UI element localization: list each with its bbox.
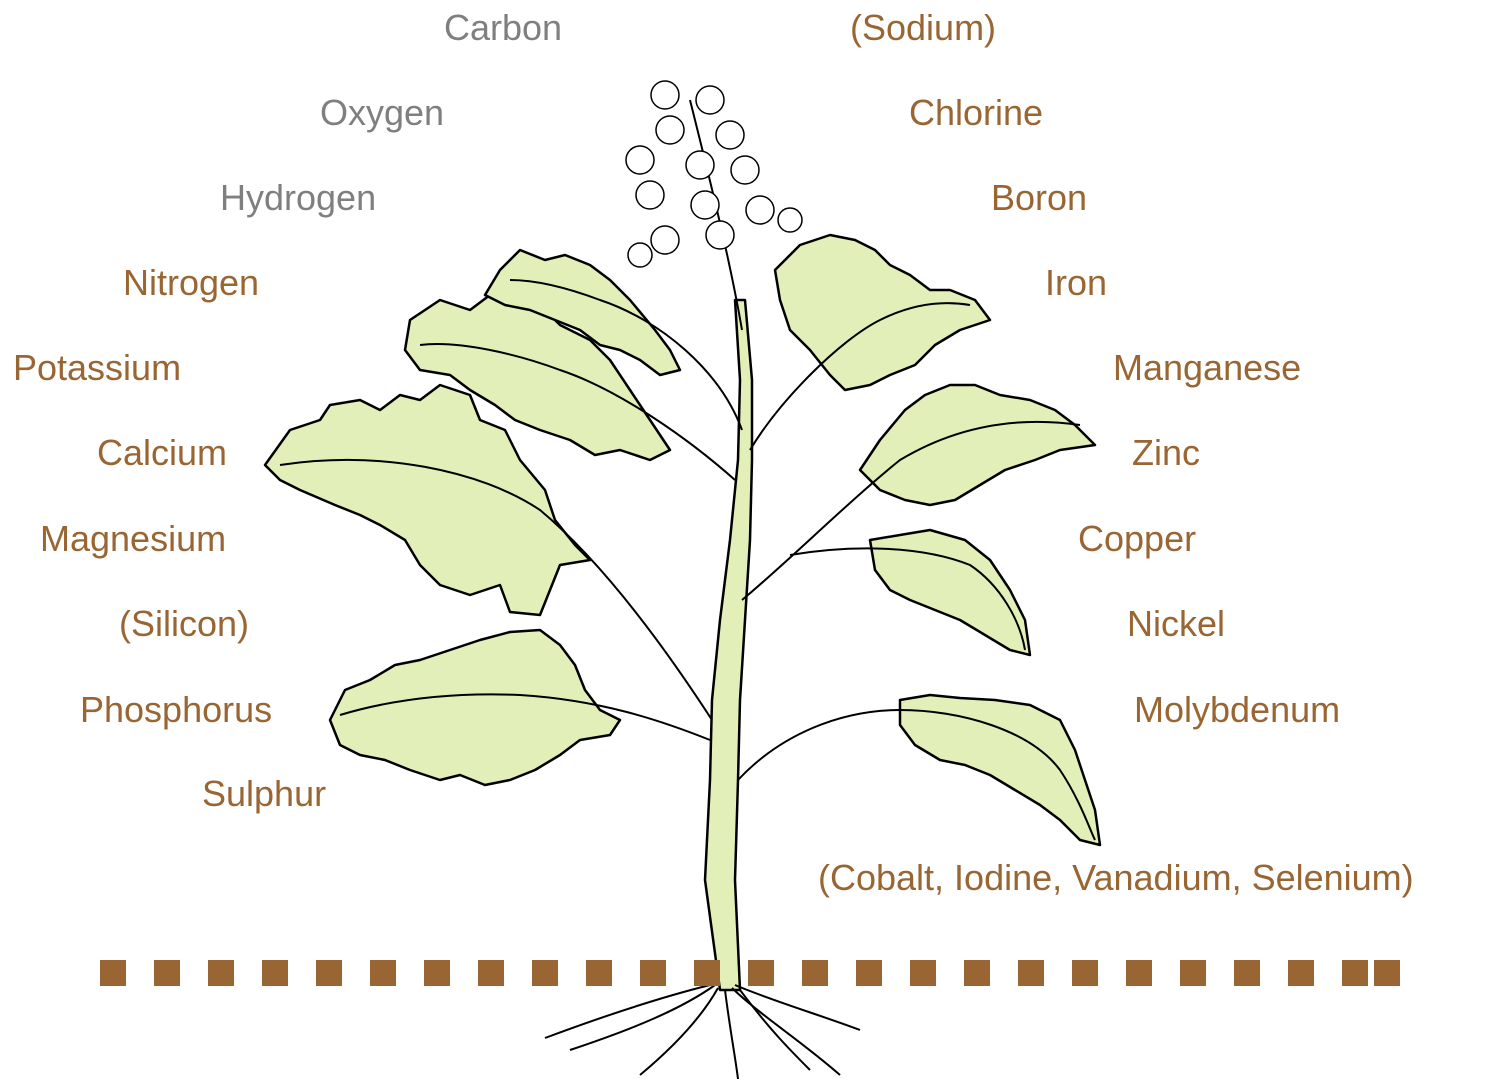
label-oxygen: Oxygen <box>320 95 444 131</box>
label-other-elements: (Cobalt, Iodine, Vanadium, Selenium) <box>818 860 1414 896</box>
label-manganese: Manganese <box>1113 350 1301 386</box>
label-chlorine: Chlorine <box>909 95 1043 131</box>
label-nickel: Nickel <box>1127 606 1225 642</box>
leaf-right-mid <box>860 385 1095 505</box>
label-sodium: (Sodium) <box>850 10 996 46</box>
leaf-right-bottom <box>900 695 1100 845</box>
label-molybdenum: Molybdenum <box>1134 692 1340 728</box>
leaf-left-bottom <box>330 630 620 785</box>
label-phosphorus: Phosphorus <box>80 692 272 728</box>
label-calcium: Calcium <box>97 435 227 471</box>
label-boron: Boron <box>991 180 1087 216</box>
label-potassium: Potassium <box>13 350 181 386</box>
soil-line <box>100 960 1400 986</box>
leaf-right-upper <box>775 235 990 390</box>
label-zinc: Zinc <box>1132 435 1200 471</box>
label-iron: Iron <box>1045 265 1107 301</box>
label-sulphur: Sulphur <box>202 776 326 812</box>
label-copper: Copper <box>1078 521 1196 557</box>
label-hydrogen: Hydrogen <box>220 180 376 216</box>
label-nitrogen: Nitrogen <box>123 265 259 301</box>
label-magnesium: Magnesium <box>40 521 226 557</box>
label-silicon: (Silicon) <box>119 606 249 642</box>
label-carbon: Carbon <box>444 10 562 46</box>
roots <box>545 985 860 1079</box>
flower-cluster <box>626 81 802 267</box>
